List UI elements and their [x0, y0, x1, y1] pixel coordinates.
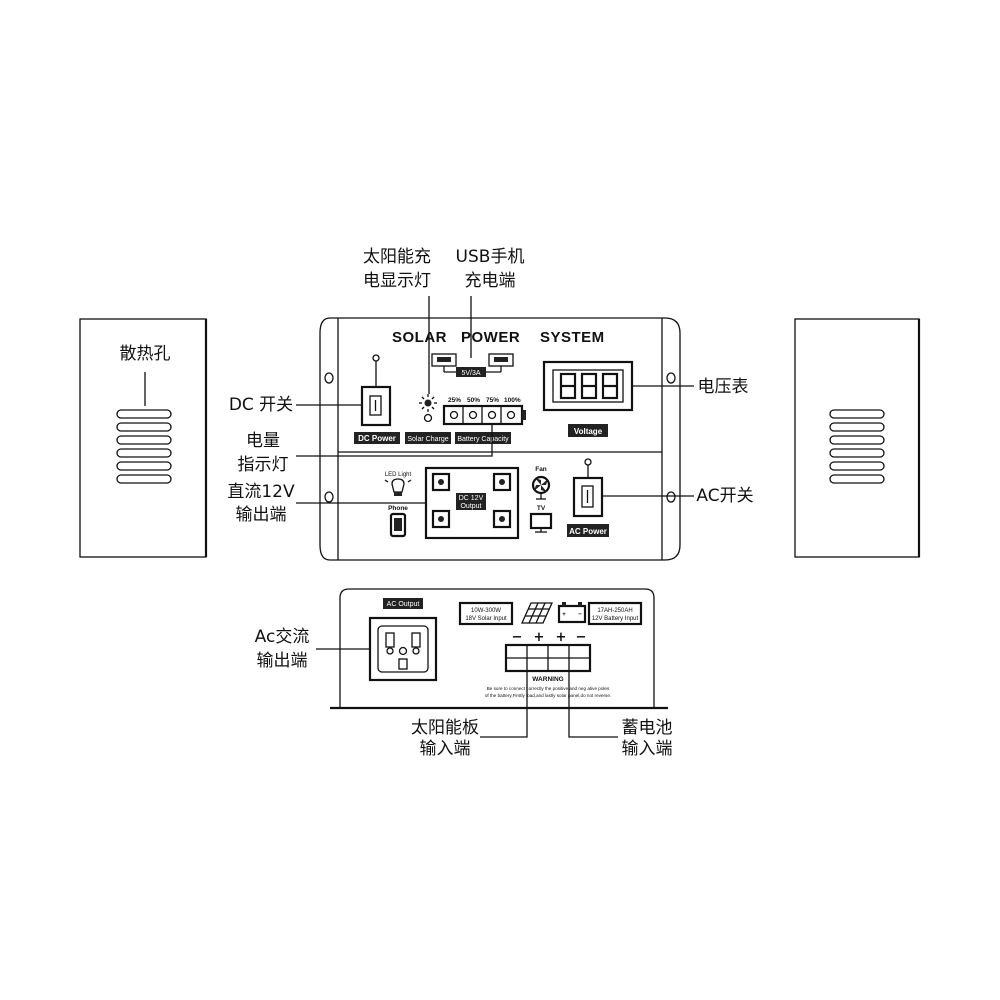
polarity-battery-plus: + [556, 630, 567, 645]
dc-power-switch[interactable] [360, 354, 392, 427]
led-light-label: LED Light [385, 472, 412, 478]
front-panel: SOLAR POWER SYSTEM 5V/3A DC Power [319, 317, 681, 561]
battery-level-25: 25% [448, 397, 461, 404]
callout-ac-output-line1: Ac交流 [255, 627, 310, 647]
warning-text-line2: of the battery,Firstly load,and lastly s… [485, 693, 611, 698]
battery-plus-sign: + [562, 611, 566, 618]
callout-lines [296, 296, 694, 738]
callout-dc-output-line2: 输出端 [236, 505, 287, 525]
fan-label: Fan [535, 466, 547, 473]
callout-usb-line2: 充电端 [465, 271, 516, 291]
dc-output-label-line2: Output [460, 503, 481, 510]
callout-battery-indicator-line2: 指示灯 [238, 455, 289, 475]
rear-panel: AC Output 10W-300W 18V Solar Input [330, 588, 668, 710]
callout-usb-line1: USB手机 [456, 247, 525, 267]
ac-power-label: AC Power [569, 527, 607, 536]
battery-level-50: 50% [467, 397, 480, 404]
ac-power-switch[interactable] [572, 458, 604, 518]
led-bulb-icon[interactable] [384, 478, 412, 496]
right-vent-slots [829, 409, 885, 484]
callout-ac-output-line2: 输出端 [257, 651, 308, 671]
warning-text-line1: Be sure to connect correctly the positiv… [487, 686, 610, 691]
mount-hole [666, 372, 676, 384]
left-vent-slots [116, 409, 172, 484]
tv-label: TV [537, 505, 546, 512]
callout-dc-output-line1: 直流12V [227, 482, 295, 502]
solar-charge-led [423, 413, 433, 423]
usb-port-icon [431, 353, 514, 377]
callout-ac-switch: AC开关 [696, 486, 753, 506]
battery-icon [557, 602, 587, 624]
callout-solar-indicator-line2: 电显示灯 [363, 271, 431, 291]
input-terminal-block[interactable] [504, 643, 592, 673]
callout-battery-indicator-line1: 电量 [246, 431, 280, 451]
callout-solar-indicator-line1: 太阳能充 [363, 247, 431, 267]
heat-vent-label: 散热孔 [120, 344, 171, 364]
solar-input-rating-line1: 10W-300W [471, 608, 501, 614]
battery-capacity-label: Battery Capacity [457, 436, 509, 443]
panel-title-solar: SOLAR [392, 329, 447, 346]
panel-title-system: SYSTEM [540, 329, 605, 346]
sun-icon [419, 394, 437, 412]
solar-charge-label: Solar Charge [407, 436, 448, 443]
ac-outlet[interactable] [368, 616, 438, 682]
battery-level-100: 100% [504, 397, 521, 404]
callout-battery-input-line1: 蓄电池 [622, 718, 673, 738]
mount-hole [324, 491, 334, 503]
solar-panel-icon [520, 602, 554, 624]
callout-battery-input-line2: 输入端 [622, 739, 673, 759]
battery-input-rating-line2: 12V Battery Input [592, 616, 639, 622]
right-side-panel [794, 318, 921, 558]
battery-input-rating-line1: 17AH-250AH [597, 608, 632, 614]
battery-minus-sign: − [578, 611, 582, 618]
dc-output-label-line1: DC 12V [459, 495, 484, 502]
warning-title: WARNING [532, 676, 563, 683]
callout-solar-input-line2: 输入端 [420, 739, 471, 759]
phone-icon [389, 512, 407, 538]
dc-power-label: DC Power [358, 434, 396, 443]
callout-voltmeter: 电压表 [698, 377, 749, 397]
solar-input-rating-line2: 18V Solar Input [465, 616, 507, 622]
panel-title-power: POWER [461, 329, 520, 346]
voltage-label: Voltage [574, 427, 603, 436]
polarity-battery-minus: − [576, 630, 587, 645]
battery-level-leds [442, 404, 526, 426]
mount-hole [666, 491, 676, 503]
callout-dc-switch: DC 开关 [229, 395, 293, 415]
voltmeter-display [542, 360, 634, 412]
usb-rating: 5V/3A [461, 370, 480, 377]
left-side-panel: 散热孔 [79, 318, 208, 558]
callout-solar-input-line1: 太阳能板 [411, 718, 479, 738]
fan-icon [531, 475, 551, 500]
mount-hole [324, 372, 334, 384]
phone-label: Phone [388, 505, 408, 512]
ac-output-label: AC Output [387, 601, 420, 608]
tv-icon [529, 512, 553, 533]
battery-level-75: 75% [486, 397, 499, 404]
polarity-solar-plus: + [534, 630, 545, 645]
polarity-solar-minus: − [512, 630, 523, 645]
